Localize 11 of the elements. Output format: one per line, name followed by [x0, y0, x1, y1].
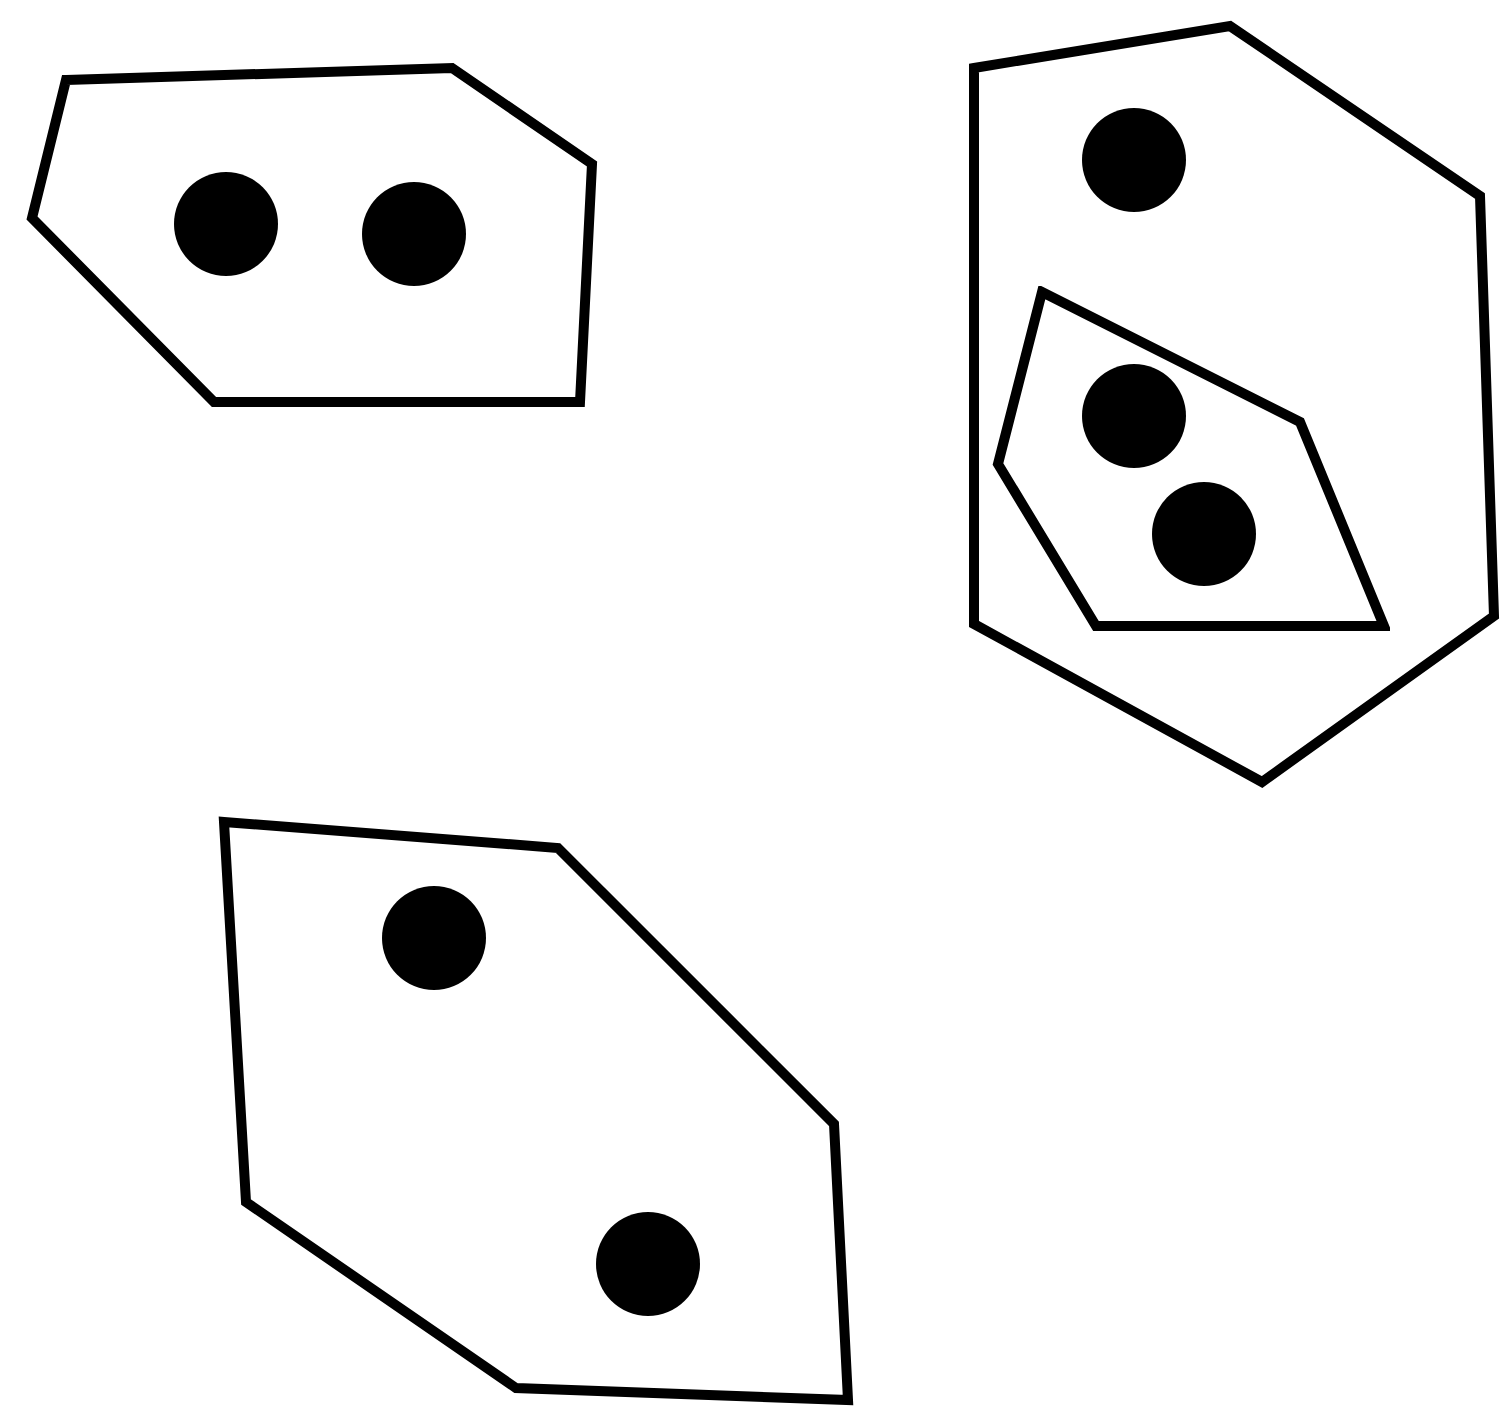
dot	[174, 172, 278, 276]
group-outline	[992, 286, 1390, 632]
group-outline	[26, 62, 598, 408]
dot	[362, 182, 466, 286]
dot	[382, 886, 486, 990]
group-outline	[968, 20, 1500, 788]
dot	[1082, 108, 1186, 212]
group-outline	[218, 816, 854, 1406]
dot	[1082, 364, 1186, 468]
dot	[596, 1212, 700, 1316]
dot	[1152, 482, 1256, 586]
